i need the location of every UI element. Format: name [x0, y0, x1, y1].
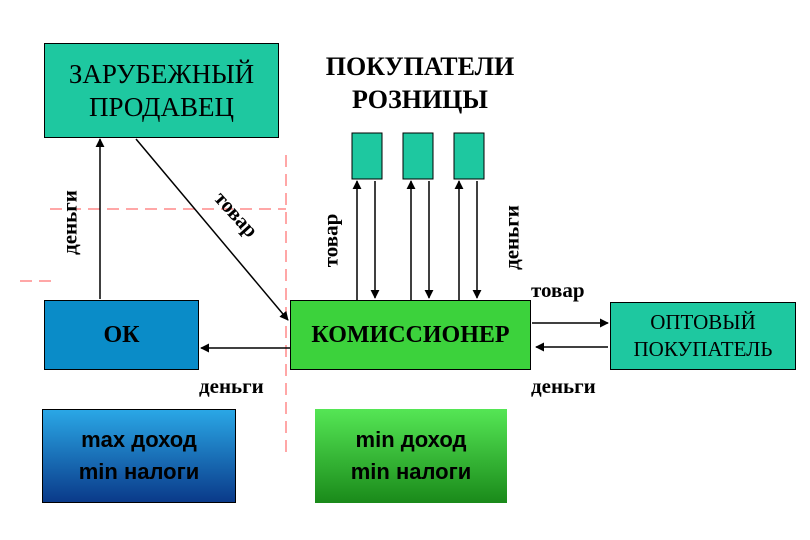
wholesale-buyer-line-2: ПОКУПАТЕЛЬ	[633, 337, 773, 361]
goods-label-retail: товар	[318, 213, 343, 268]
commissioner-note-line-1: min доход	[355, 427, 467, 452]
wholesale-buyer-box: ОПТОВЫЙ ПОКУПАТЕЛЬ	[610, 302, 796, 370]
money-label-ok-to-seller: деньги	[57, 190, 82, 255]
ok-note-line-1: max доход	[81, 427, 197, 452]
goods-label-wholesale: товар	[531, 278, 585, 302]
retail-buyers-title-line-2: РОЗНИЦЫ	[352, 85, 488, 114]
retail-buyers-title-line-1: ПОКУПАТЕЛИ	[325, 52, 515, 81]
foreign-seller-line-2: ПРОДАВЕЦ	[89, 91, 234, 122]
ok-note-line-2: min налоги	[78, 459, 200, 484]
retail-buyer-box-1	[351, 132, 383, 180]
ok-box: ОК	[44, 300, 199, 370]
commissioner-note-box: min доход min налоги	[315, 409, 507, 503]
retail-buyer-box-2	[402, 132, 434, 180]
money-label-commissioner-to-ok: деньги	[199, 374, 264, 398]
foreign-seller-box: ЗАРУБЕЖНЫЙ ПРОДАВЕЦ	[44, 43, 279, 138]
separator-lines	[20, 155, 287, 452]
arrow-seller-to-commissioner	[135, 138, 289, 321]
ok-label: ОК	[103, 321, 140, 348]
retail-buyers-title: ПОКУПАТЕЛИ РОЗНИЦЫ	[305, 50, 535, 116]
arrows	[95, 138, 609, 353]
money-label-wholesale: деньги	[531, 374, 596, 398]
money-label-retail: деньги	[499, 205, 524, 270]
commissioner-note-line-2: min налоги	[350, 459, 472, 484]
commissioner-label: КОМИССИОНЕР	[311, 321, 510, 348]
foreign-seller-line-1: ЗАРУБЕЖНЫЙ	[68, 58, 255, 89]
retail-buyer-box-3	[453, 132, 485, 180]
wholesale-buyer-line-1: ОПТОВЫЙ	[650, 310, 756, 334]
commissioner-box: КОМИССИОНЕР	[290, 300, 531, 370]
ok-note-box: max доход min налоги	[42, 409, 236, 503]
